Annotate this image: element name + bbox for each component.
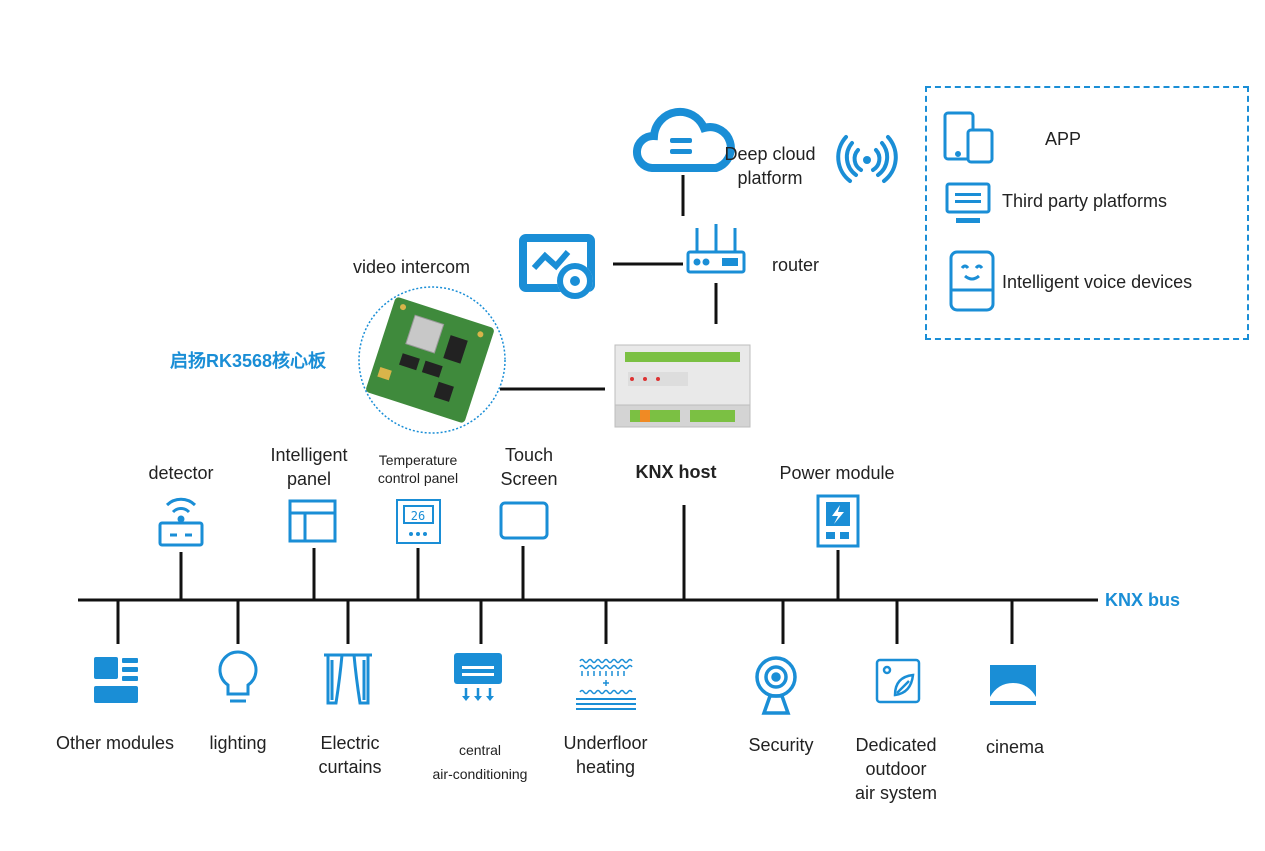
monitor-icon: [945, 182, 991, 223]
fresh-air-icon: [875, 658, 921, 704]
thermostat-display: 26: [411, 509, 425, 523]
router-icon: [686, 224, 746, 274]
legend-box: [925, 86, 1249, 340]
video-intercom-icon: [519, 234, 595, 299]
temperature-panel-label: Temperature control panel: [377, 452, 459, 486]
cinema-label: cinema: [985, 737, 1045, 757]
modules-icon: [94, 657, 138, 703]
video-intercom-label: video intercom: [353, 257, 471, 277]
core-board-label: 启扬RK3568核心板: [170, 351, 327, 371]
intelligent-panel-label: Intelligent panel: [270, 445, 348, 489]
air-conditioner-icon: [454, 653, 502, 701]
wireless-signal-icon: [836, 135, 898, 183]
knx-host-label: KNX host: [635, 462, 717, 482]
knx-host-image: [614, 344, 751, 428]
power-module-label: Power module: [779, 463, 895, 483]
smart-speaker-icon: [949, 250, 995, 312]
touch-screen-label: Touch Screen: [500, 445, 558, 489]
camera-icon: [755, 656, 797, 715]
core-board-image: [358, 286, 506, 434]
legend-item-label: Intelligent voice devices: [1002, 272, 1193, 292]
other-modules-label: Other modules: [55, 733, 175, 753]
tablet-phone-icon: [943, 111, 994, 164]
power-module-icon: [816, 494, 860, 548]
connection-lines: [78, 175, 1098, 644]
underfloor-heating-label: Underfloor heating: [563, 733, 648, 777]
detector-label: detector: [148, 463, 214, 483]
lighting-label: lighting: [209, 733, 267, 753]
detector-icon: [158, 497, 204, 547]
outdoor-air-label: Dedicated outdoor air system: [854, 735, 937, 803]
bulb-icon: [218, 650, 258, 703]
central-ac-label: central air-conditioning: [432, 742, 528, 782]
router-label: router: [772, 255, 820, 275]
floor-heating-icon: [576, 658, 636, 710]
knx-bus-label: KNX bus: [1105, 590, 1181, 610]
security-label: Security: [748, 735, 814, 755]
cinema-icon: [990, 665, 1036, 705]
cloud-label: Deep cloud platform: [724, 144, 816, 188]
legend-item-label: Third party platforms: [1002, 191, 1168, 211]
touch-screen-icon: [499, 501, 549, 540]
curtain-icon: [324, 653, 372, 705]
legend-item-label: APP: [1045, 129, 1082, 149]
thermostat-icon: 26: [396, 499, 441, 544]
panel-icon: [288, 499, 337, 543]
cloud-icon: [633, 107, 735, 172]
electric-curtains-label: Electric curtains: [318, 733, 382, 777]
